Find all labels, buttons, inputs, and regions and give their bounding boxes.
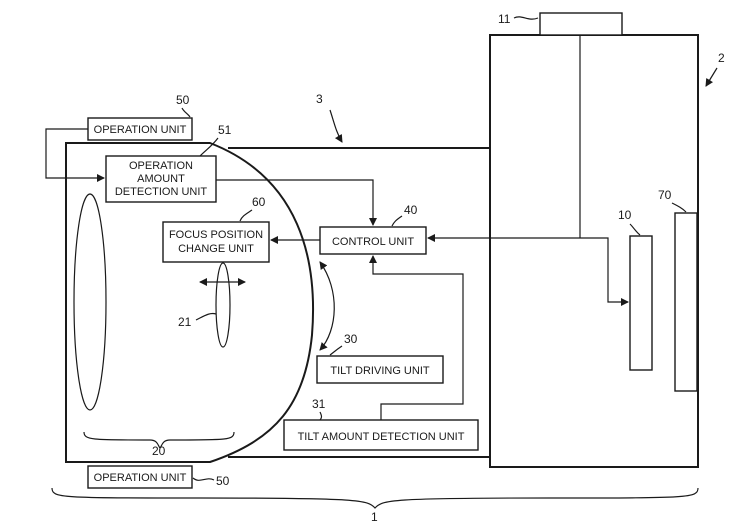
operation-to-detection-arrow — [45, 128, 105, 182]
tilt-to-control-arrow — [369, 255, 464, 420]
ref-11: 11 — [498, 12, 511, 26]
operation-unit-bottom-box — [87, 465, 193, 489]
body-to-sensor-arrow — [580, 237, 629, 306]
leader-50-bottom — [192, 477, 215, 481]
tilt-driving-unit-box — [316, 355, 444, 384]
ref-20: 20 — [152, 444, 166, 458]
operation-amount-label-1: OPERATION — [129, 160, 193, 172]
focus-lens-21 — [215, 262, 231, 348]
ref-1: 1 — [371, 510, 378, 524]
ref-31: 31 — [312, 397, 326, 411]
leader-2 — [705, 67, 718, 87]
lens-barrel — [228, 147, 490, 458]
ref-50-bottom: 50 — [216, 474, 230, 488]
leader-3 — [329, 109, 343, 143]
leader-60 — [239, 209, 253, 222]
operation-unit-top-label: OPERATION UNIT — [94, 124, 187, 136]
component-11-box — [539, 12, 623, 36]
control-unit-box — [319, 226, 427, 255]
leader-70 — [671, 202, 687, 213]
tilt-amount-detection-label: TILT AMOUNT DETECTION UNIT — [298, 431, 465, 443]
ref-40: 40 — [404, 203, 418, 217]
control-unit-label: CONTROL UNIT — [332, 236, 414, 248]
brace-1 — [51, 487, 699, 509]
leader-51 — [199, 137, 219, 157]
ref-10: 10 — [618, 208, 632, 222]
leader-40 — [391, 215, 403, 227]
ref-70: 70 — [658, 188, 672, 202]
operation-amount-detection-box — [105, 155, 217, 203]
leader-11 — [513, 16, 539, 20]
focus-position-change-box — [162, 221, 270, 263]
lens-element-20 — [73, 193, 107, 411]
ref-30: 30 — [344, 332, 358, 346]
operation-amount-label-2: AMOUNT — [137, 173, 185, 185]
ref-21: 21 — [178, 315, 192, 329]
focus-label-2: CHANGE UNIT — [178, 243, 254, 255]
tilt-amount-detection-box — [283, 419, 479, 451]
brace-20 — [83, 431, 235, 449]
tilt-driving-unit-label: TILT DRIVING UNIT — [330, 365, 429, 377]
ref-50-top: 50 — [176, 93, 190, 107]
camera-body — [489, 34, 699, 468]
lens-unit-outline — [65, 142, 315, 463]
leader-50-top — [181, 107, 191, 118]
leader-21 — [195, 312, 217, 321]
ref-3: 3 — [316, 92, 323, 106]
ref-51: 51 — [218, 123, 232, 137]
display-70 — [674, 212, 698, 392]
ref-60: 60 — [252, 195, 266, 209]
leader-10 — [629, 223, 641, 236]
operation-amount-label-3: DETECTION UNIT — [115, 186, 208, 198]
tilt-arc-arrow — [319, 261, 335, 351]
detection-to-control-arrow — [216, 179, 377, 226]
focus-label-1: FOCUS POSITION — [169, 229, 263, 241]
operation-unit-bottom-label: OPERATION UNIT — [94, 472, 187, 484]
leader-30 — [329, 345, 343, 356]
leader-31 — [319, 411, 323, 421]
ref-2: 2 — [718, 51, 725, 65]
image-sensor-10 — [629, 235, 653, 371]
